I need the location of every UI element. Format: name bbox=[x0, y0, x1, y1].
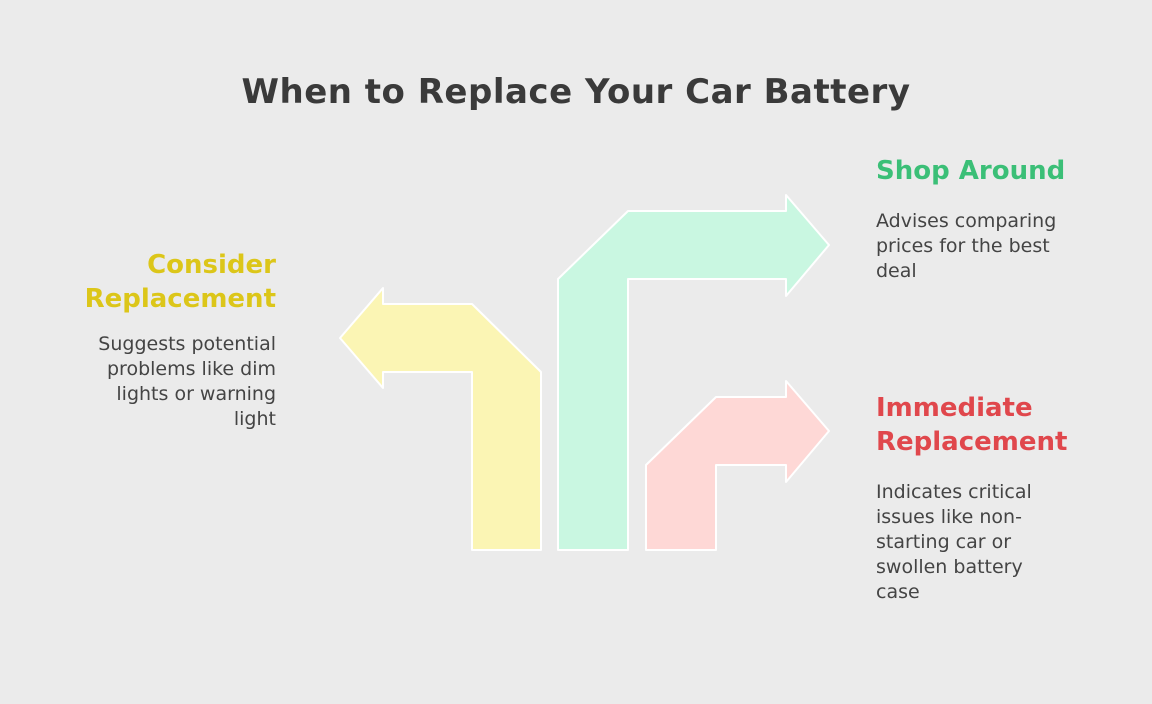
shop-around-heading: Shop Around bbox=[876, 154, 1136, 188]
consider-heading-line2: Replacement bbox=[84, 284, 276, 314]
immediate-desc-line: starting car or bbox=[876, 531, 1012, 553]
shop-desc-line: prices for the best bbox=[876, 235, 1050, 257]
immediate-heading-line1: Immediate bbox=[876, 393, 1033, 423]
consider-replacement-description: Suggests potential problems like dim lig… bbox=[60, 332, 276, 432]
consider-arrow bbox=[339, 287, 542, 551]
consider-desc-line: light bbox=[233, 408, 276, 430]
consider-desc-line: Suggests potential bbox=[98, 333, 276, 355]
consider-desc-line: lights or warning bbox=[116, 383, 276, 405]
shop-desc-line: Advises comparing bbox=[876, 210, 1057, 232]
immediate-heading-line2: Replacement bbox=[876, 427, 1068, 457]
consider-desc-line: problems like dim bbox=[106, 358, 276, 380]
immediate-replacement-description: Indicates critical issues like non- star… bbox=[876, 480, 1136, 605]
shop-around-description: Advises comparing prices for the best de… bbox=[876, 209, 1136, 284]
immediate-arrow bbox=[645, 380, 830, 551]
immediate-desc-line: Indicates critical bbox=[876, 481, 1032, 503]
immediate-replacement-heading: Immediate Replacement bbox=[876, 391, 1136, 459]
immediate-desc-line: swollen battery bbox=[876, 556, 1023, 578]
immediate-desc-line: issues like non- bbox=[876, 506, 1022, 528]
shop-heading-line1: Shop Around bbox=[876, 156, 1066, 186]
shop-arrow bbox=[557, 194, 830, 551]
immediate-desc-line: case bbox=[876, 581, 920, 603]
consider-replacement-heading: Consider Replacement bbox=[60, 248, 276, 316]
consider-heading-line1: Consider bbox=[147, 250, 276, 280]
page-title: When to Replace Your Car Battery bbox=[241, 72, 911, 112]
shop-desc-line: deal bbox=[876, 260, 917, 282]
